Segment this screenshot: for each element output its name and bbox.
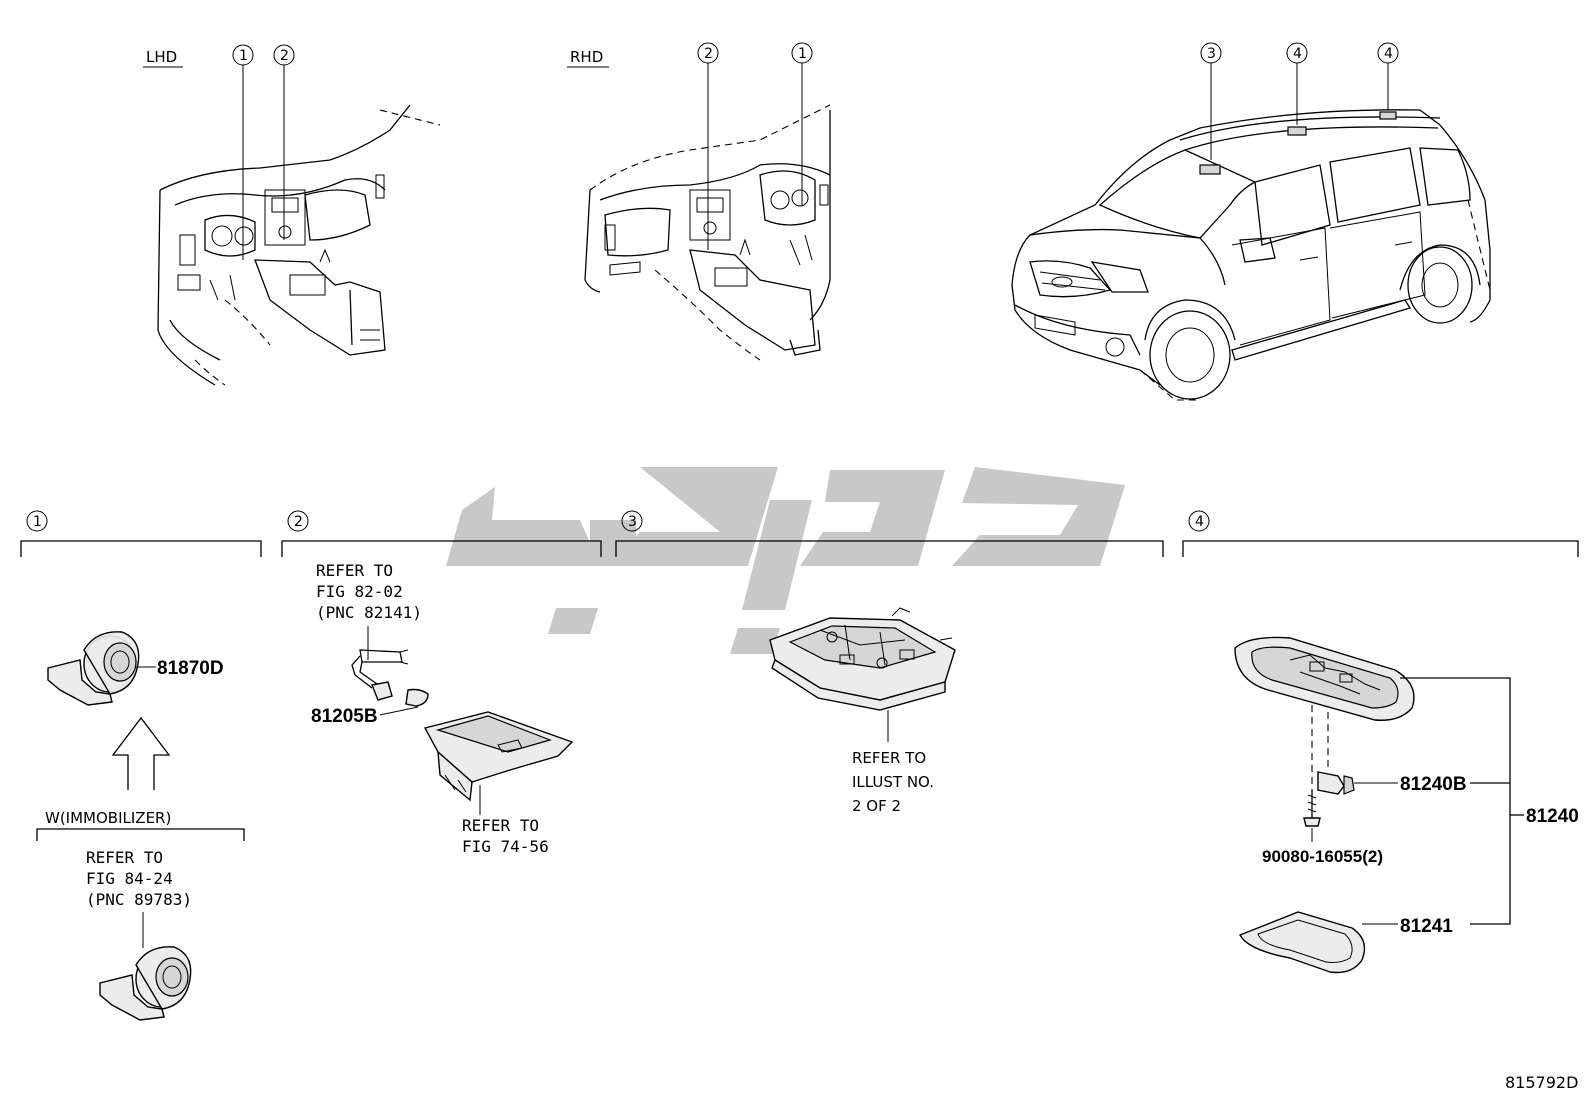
section-3-number: 3: [628, 514, 637, 530]
part-89783-image: [99, 946, 192, 1021]
immobilizer-condition: W(IMMOBILIZER): [45, 809, 171, 827]
refer-fig-82-02: REFER TO FIG 82-02 (PNC 82141): [316, 561, 422, 622]
part-number-81870D: 81870D: [157, 658, 224, 679]
part-number-81240: 81240: [1526, 806, 1579, 827]
callout-1-rhd: 1: [798, 46, 807, 62]
wire-socket-image: [351, 649, 429, 707]
vehicle-view: 3 4 4: [1011, 42, 1491, 401]
figure-id: 815792D: [1505, 1073, 1578, 1092]
section-1-number: 1: [33, 514, 42, 530]
console-lamp-housing-image: [423, 711, 574, 802]
callout-1-lhd: 1: [239, 48, 248, 64]
screw-image: [1303, 790, 1321, 827]
dashboard-lhd-sketch: [157, 104, 441, 386]
overhead-console-lamp-image: [769, 607, 956, 711]
bulb-81240B-image: [1317, 771, 1355, 795]
callout-2-rhd: 2: [704, 46, 713, 62]
part-number-81240B: 81240B: [1400, 774, 1467, 795]
section-2: 2 REFER TO FIG 82-02 (PNC 82141) 81205B: [281, 510, 602, 856]
watermark-logo: [446, 467, 1125, 654]
section-1-circle: [26, 510, 48, 532]
section-4: 4 81240B 90080-16055(2): [1182, 510, 1579, 974]
part-number-81205B: 81205B: [311, 706, 378, 727]
callout-4a-vehicle: 4: [1293, 46, 1302, 62]
section-4-number: 4: [1195, 514, 1204, 530]
lhd-label: LHD: [146, 48, 177, 66]
part-number-90080-16055: 90080-16055(2): [1262, 847, 1383, 866]
vehicle-sketch: [1011, 109, 1491, 401]
section-3-circle: [621, 510, 643, 532]
section-3: 3 REFER TO ILLUST NO. 2 OF 2: [615, 510, 1164, 815]
section-2-number: 2: [294, 514, 303, 530]
rhd-label: RHD: [570, 48, 603, 66]
arrow-up-icon: [111, 716, 171, 790]
rhd-view: RHD 2 1: [567, 42, 831, 361]
part-number-81241: 81241: [1400, 916, 1453, 937]
dashboard-rhd-sketch: [584, 104, 831, 361]
refer-fig-74-56: REFER TO FIG 74-56: [462, 816, 549, 856]
callout-4b-vehicle: 4: [1384, 46, 1393, 62]
section-2-circle: [287, 510, 309, 532]
callout-2-lhd: 2: [280, 48, 289, 64]
refer-illust-2-of-2: REFER TO ILLUST NO. 2 OF 2: [852, 749, 939, 815]
section-4-circle: [1188, 510, 1210, 532]
lens-81241-image: [1239, 911, 1366, 974]
lhd-view: LHD 1 2: [143, 44, 441, 386]
part-81870D-image: [47, 631, 140, 706]
callout-3-vehicle: 3: [1207, 46, 1216, 62]
section-1: 1 81870D W(IMMOBILIZER) REFER TO FIG 84-…: [20, 510, 262, 1021]
refer-fig-84-24: REFER TO FIG 84-24 (PNC 89783): [86, 848, 192, 909]
room-lamp-housing-image: [1234, 636, 1415, 721]
